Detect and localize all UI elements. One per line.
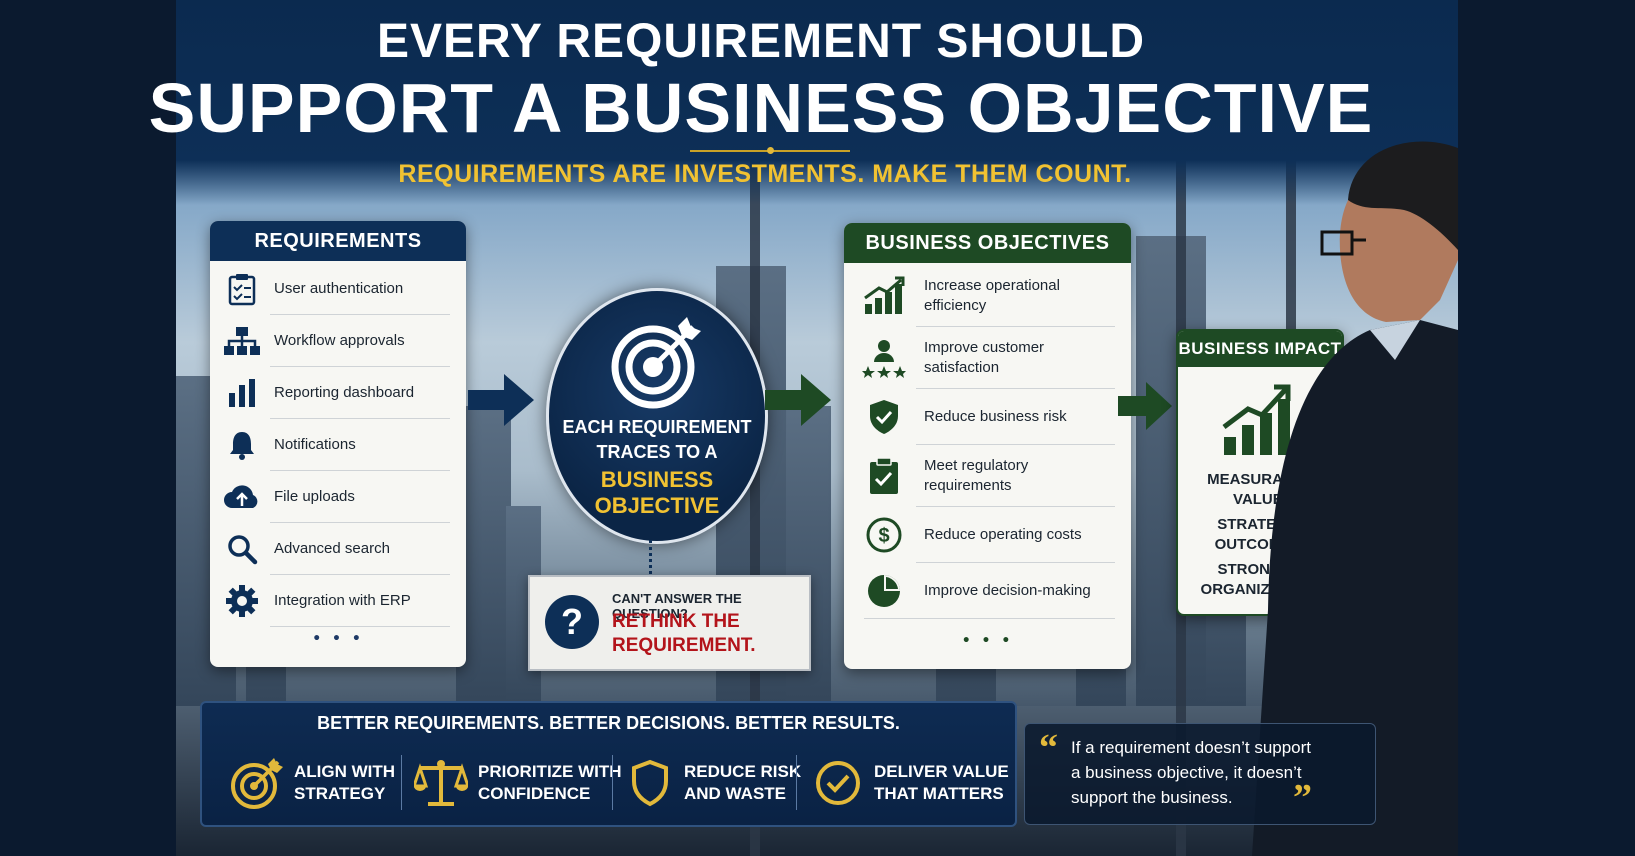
circle-line1: EACH REQUIREMENT [562, 417, 752, 437]
title-line2: SUPPORT A BUSINESS OBJECTIVE [148, 69, 1374, 147]
bell-icon [210, 429, 274, 461]
quote-line2: a business objective, it doesn’t [1071, 763, 1302, 782]
target-arrow-icon [611, 317, 701, 409]
list-item: Workflow approvals [210, 315, 466, 367]
title-line1: EVERY REQUIREMENT SHOULD [376, 15, 1146, 68]
benefits-bar: BETTER REQUIREMENTS. BETTER DECISIONS. B… [200, 701, 1017, 827]
impact-l6: ORGANIZATION. [1200, 581, 1320, 598]
impact-panel: BUSINESS IMPACT MEASURABLE VALUE. STRATE… [1176, 329, 1344, 616]
list-item: Improve decision-making [844, 563, 1131, 619]
arrow-green [765, 374, 831, 426]
question-big2: REQUIREMENT. [612, 635, 756, 656]
title-divider-dot [767, 147, 774, 154]
objectives-heading: BUSINESS OBJECTIVES [844, 223, 1131, 263]
requirement-label: User authentication [274, 280, 404, 297]
rethink-box: ? CAN'T ANSWER THE QUESTION? RETHINK THE… [528, 575, 811, 671]
close-quote-mark: ” [1293, 777, 1312, 819]
impact-heading: BUSINESS IMPACT [1178, 331, 1342, 367]
dotted-connector [649, 540, 652, 574]
quote-line3: support the business. [1071, 788, 1233, 807]
impact-l5: STRONGER [1217, 561, 1303, 578]
target-icon [231, 758, 283, 809]
pie-chart-icon [844, 573, 924, 609]
impact-l2: VALUE. [1233, 491, 1287, 508]
requirement-label: Notifications [274, 436, 356, 453]
clipboard-checklist-icon [210, 272, 274, 306]
requirement-label: Workflow approvals [274, 332, 405, 349]
title-band [176, 0, 1458, 205]
quote-box: “ If a requirement doesn’t support a bus… [1024, 723, 1376, 825]
open-quote-mark: “ [1039, 727, 1058, 769]
impact-l4: OUTCOMES. [1214, 536, 1306, 553]
impact-l3: STRATEGIC [1217, 516, 1303, 533]
magnifier-icon [210, 533, 274, 565]
list-item: $ Reduce operating costs [844, 507, 1131, 563]
question-big1: RETHINK THE [612, 611, 740, 632]
bar-chart-icon [210, 377, 274, 409]
question-small: CAN'T ANSWER THE QUESTION? [612, 591, 742, 621]
list-item: File uploads [210, 471, 466, 523]
more-objectives: • • • [961, 633, 1014, 649]
check-circle-icon [816, 761, 860, 805]
arrow-navy [468, 374, 534, 426]
org-chart-icon [210, 325, 274, 357]
divider [612, 755, 613, 810]
requirement-label: Advanced search [274, 540, 390, 557]
subtitle: REQUIREMENTS ARE INVESTMENTS. MAKE THEM … [398, 160, 1132, 188]
objective-label: Improve decision-making [924, 582, 1091, 599]
growth-chart-icon [844, 276, 924, 316]
requirement-label: Reporting dashboard [274, 384, 415, 401]
shield-icon [632, 759, 668, 807]
impact-growth-icon [1222, 384, 1291, 455]
shield-check-icon [844, 399, 924, 435]
objective-label: Reduce business risk [924, 408, 1067, 425]
gear-icon [210, 584, 274, 618]
circle-line4: OBJECTIVE [594, 493, 720, 518]
list-item: Advanced search [210, 523, 466, 575]
dollar-circle-icon: $ [844, 517, 924, 553]
svg-text:?: ? [561, 601, 583, 642]
question-icon: ? [545, 595, 599, 649]
scales-icon [414, 760, 468, 806]
objectives-panel: BUSINESS OBJECTIVES Increase operational… [844, 223, 1131, 669]
list-item: Notifications [210, 419, 466, 471]
objective-label: Reduce operating costs [924, 526, 1082, 543]
trace-circle: EACH REQUIREMENT TRACES TO A BUSINESS OB… [546, 288, 768, 544]
divider [796, 755, 797, 810]
divider [401, 755, 402, 810]
list-item: User authentication [210, 263, 466, 315]
clipboard-check-icon [844, 457, 924, 495]
benefits-heading: BETTER REQUIREMENTS. BETTER DECISIONS. B… [317, 713, 900, 733]
quote-line1: If a requirement doesn’t support [1071, 738, 1312, 757]
customer-stars-icon [844, 338, 924, 378]
svg-text:$: $ [878, 525, 889, 547]
requirement-label: File uploads [274, 488, 355, 505]
arrow-green-2 [1118, 382, 1172, 430]
list-item: Reporting dashboard [210, 367, 466, 419]
requirements-panel: REQUIREMENTS User authentication Workflo… [210, 221, 466, 667]
circle-line2: TRACES TO A [596, 442, 718, 462]
requirements-heading: REQUIREMENTS [210, 221, 466, 261]
cloud-upload-icon [210, 482, 274, 512]
list-item: Reduce business risk [844, 389, 1131, 445]
impact-l1: MEASURABLE [1207, 471, 1313, 488]
circle-line3: BUSINESS [600, 467, 714, 492]
more-requirements: • • • [312, 631, 364, 647]
list-item: Integration with ERP [210, 575, 466, 627]
requirement-label: Integration with ERP [274, 592, 411, 609]
